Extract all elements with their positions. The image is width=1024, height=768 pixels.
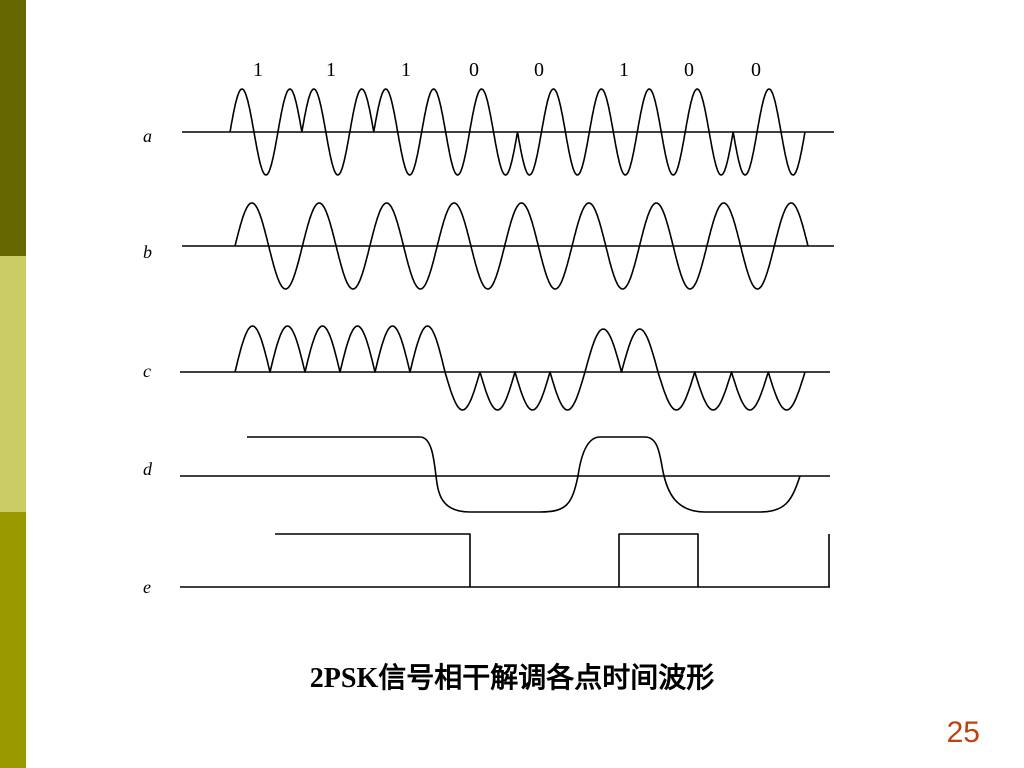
bit-label: 0	[534, 59, 544, 81]
bit-label: 0	[469, 59, 479, 81]
waveform-a-received-psk	[229, 88, 806, 176]
bit-label: 0	[684, 59, 694, 81]
bit-sequence: 1 1 1 0 0 1 0 0	[253, 59, 761, 81]
bit-label: 1	[401, 59, 411, 81]
sidebar-accent-top	[0, 0, 26, 256]
page-number: 25	[946, 716, 980, 749]
bit-label: 1	[326, 59, 336, 81]
row-label-c: c	[143, 361, 151, 381]
waveform-b-carrier	[234, 202, 809, 290]
waveform-c-multiplier-output	[234, 325, 806, 411]
row-label-e: e	[143, 577, 151, 597]
sidebar-accent	[0, 0, 26, 768]
bit-label: 0	[751, 59, 761, 81]
sidebar-accent-middle	[0, 256, 26, 512]
row-label-a: a	[143, 126, 152, 146]
sidebar-accent-bottom	[0, 512, 26, 768]
bit-label: 1	[619, 59, 629, 81]
waveform-d-lowpass-output	[247, 436, 801, 513]
slide-caption: 2PSK信号相干解调各点时间波形	[309, 663, 715, 694]
bit-label: 1	[253, 59, 263, 81]
row-label-b: b	[143, 242, 152, 262]
row-label-d: d	[143, 459, 153, 479]
waveform-e-decision-output	[275, 533, 830, 587]
